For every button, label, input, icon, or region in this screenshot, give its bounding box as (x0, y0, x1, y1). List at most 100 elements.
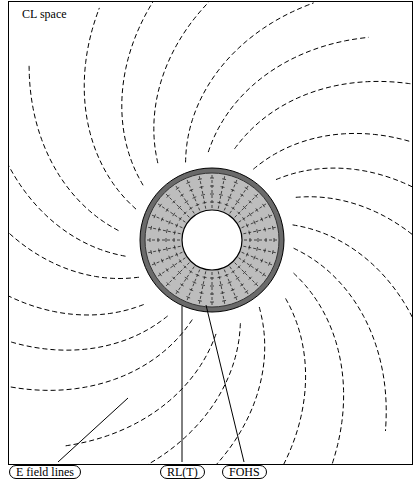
field-tick (231, 270, 234, 272)
field-tick (196, 274, 200, 276)
field-tick (169, 221, 171, 225)
field-tick (222, 300, 226, 302)
field-tick (200, 186, 204, 188)
field-tick (150, 238, 151, 242)
inner-field-line (148, 246, 180, 252)
inner-field-line (239, 258, 266, 276)
leader-line (206, 305, 244, 462)
field-tick (176, 290, 179, 292)
field-tick (256, 268, 258, 271)
field-tick (248, 245, 250, 249)
field-tick (154, 214, 156, 218)
field-line (122, 2, 161, 185)
field-line (271, 298, 306, 464)
field-tick (256, 229, 258, 233)
field-tick (166, 208, 168, 211)
field-tick (203, 276, 207, 278)
field-tick (172, 277, 175, 280)
region-label: CL space (22, 7, 67, 21)
field-tick (261, 259, 263, 263)
field-tick (217, 202, 221, 204)
field-tick (174, 231, 176, 235)
field-tick (198, 178, 202, 180)
field-tick (250, 238, 251, 242)
callout-label: RL(T) (160, 465, 205, 479)
field-tick (180, 194, 183, 196)
inner-field-line (176, 186, 194, 213)
field-tick (221, 186, 225, 188)
field-tick (236, 201, 239, 203)
field-tick (249, 264, 251, 267)
field-tick (186, 297, 190, 299)
field-tick (274, 238, 275, 242)
field-tick (196, 204, 200, 206)
field-tick (169, 256, 171, 260)
field-tick (167, 195, 170, 198)
space-frame (9, 2, 413, 465)
field-tick (150, 250, 152, 254)
field-tick (269, 214, 271, 218)
inner-field-line (148, 227, 180, 233)
field-tick (158, 228, 160, 232)
field-tick (258, 238, 259, 242)
field-tick (189, 289, 193, 291)
field-tick (234, 182, 238, 184)
field-line (294, 273, 344, 464)
field-tick (201, 284, 205, 286)
field-tick (166, 268, 168, 271)
field-tick (225, 274, 229, 276)
field-tick (261, 217, 263, 221)
field-tick (198, 300, 202, 302)
inner-field-line (224, 270, 237, 300)
field-tick (219, 194, 223, 196)
label-text: RL(T) (167, 466, 198, 478)
inner-field-line (242, 252, 272, 265)
inner-field-line (242, 215, 272, 228)
field-tick (264, 228, 266, 232)
field-tick (246, 253, 248, 257)
field-lines (9, 2, 412, 464)
field-tick (150, 226, 152, 230)
field-tick (256, 247, 258, 251)
field-tick (173, 264, 175, 267)
field-line (9, 263, 144, 315)
field-tick (249, 277, 252, 280)
field-tick (272, 226, 274, 230)
field-line (154, 2, 226, 163)
field-tick (179, 217, 181, 220)
field-tick (210, 178, 214, 179)
field-line (64, 334, 216, 446)
field-tick (172, 200, 175, 203)
field-tick (242, 217, 244, 220)
field-tick (210, 294, 214, 295)
field-tick (166, 229, 168, 233)
field-line (29, 64, 118, 231)
field-tick (243, 271, 246, 274)
field-tick (266, 238, 267, 242)
field-tick (236, 277, 239, 279)
field-line (9, 173, 139, 278)
field-tick (158, 249, 160, 253)
field-tick (185, 277, 188, 279)
field-tick (246, 224, 248, 228)
field-tick (249, 213, 251, 216)
inner-field-line (158, 258, 185, 276)
ring-body (140, 168, 284, 312)
field-tick (243, 206, 246, 209)
inner-field-line (166, 263, 189, 286)
field-tick (161, 259, 163, 263)
inner-field-line (199, 176, 205, 208)
field-tick (231, 189, 235, 191)
field-tick (264, 249, 266, 253)
inner-field-line (176, 267, 194, 294)
field-tick (245, 290, 248, 292)
field-tick (186, 182, 190, 184)
callout-label: E field lines (9, 465, 81, 479)
field-tick (178, 271, 181, 274)
field-tick (245, 187, 248, 189)
field-line (9, 320, 192, 391)
field-tick (228, 282, 232, 284)
callout-label: FOHS (222, 465, 267, 479)
field-tick (210, 194, 214, 195)
